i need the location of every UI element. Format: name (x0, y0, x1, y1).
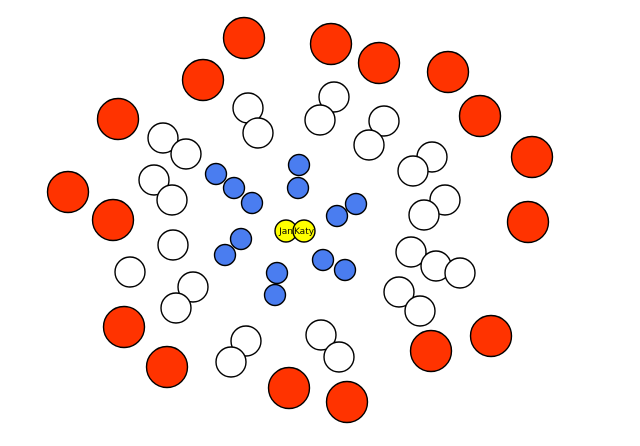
outer-dot (181, 58, 225, 102)
inner-dot (265, 261, 289, 285)
inner-dot (311, 248, 335, 272)
middle-dot (404, 295, 436, 327)
middle-dot (242, 117, 274, 149)
middle-dot (177, 271, 209, 303)
middle-dot (156, 184, 188, 216)
center-couple: Jan Katy (274, 219, 316, 243)
inner-dot (204, 162, 228, 186)
outer-dot (91, 198, 135, 242)
inner-dot (263, 283, 287, 307)
middle-dot (318, 81, 350, 113)
outer-dot (325, 380, 369, 424)
outer-dot (309, 22, 353, 66)
middle-dot (215, 346, 247, 378)
outer-dot (458, 94, 502, 138)
middle-dot (395, 236, 427, 268)
middle-dot (408, 199, 440, 231)
middle-dot (397, 155, 429, 187)
inner-dot (344, 192, 368, 216)
inner-dot (222, 176, 246, 200)
outer-dot (409, 329, 453, 373)
outer-dot (145, 345, 189, 389)
middle-dot (170, 138, 202, 170)
middle-dot (114, 256, 146, 288)
middle-dot (305, 319, 337, 351)
middle-dot (323, 341, 355, 373)
outer-dot (357, 41, 401, 85)
center-label-katy: Katy (294, 227, 315, 237)
outer-dot (222, 16, 266, 60)
inner-dot (333, 258, 357, 282)
outer-dot (267, 366, 311, 410)
inner-dot (325, 204, 349, 228)
outer-dot (426, 50, 470, 94)
middle-dot (383, 276, 415, 308)
middle-dot (304, 104, 336, 136)
inner-dot (287, 153, 311, 177)
outer-dot (96, 97, 140, 141)
inner-dot (229, 227, 253, 251)
inner-dot (213, 243, 237, 267)
middle-dot (444, 257, 476, 289)
middle-dot (160, 292, 192, 324)
middle-dot (157, 229, 189, 261)
outer-dot (510, 135, 554, 179)
outer-dot (506, 200, 550, 244)
inner-dot (286, 176, 310, 200)
middle-dot (353, 129, 385, 161)
outer-dot (469, 314, 513, 358)
center-dot-katy (292, 219, 316, 243)
middle-dot (368, 105, 400, 137)
outer-dot (102, 305, 146, 349)
inner-dot (240, 191, 264, 215)
middle-dot (138, 164, 170, 196)
dots-layer (46, 16, 554, 424)
middle-dot (147, 122, 179, 154)
outer-dot (46, 170, 90, 214)
center-label-jan: Jan (278, 227, 293, 237)
